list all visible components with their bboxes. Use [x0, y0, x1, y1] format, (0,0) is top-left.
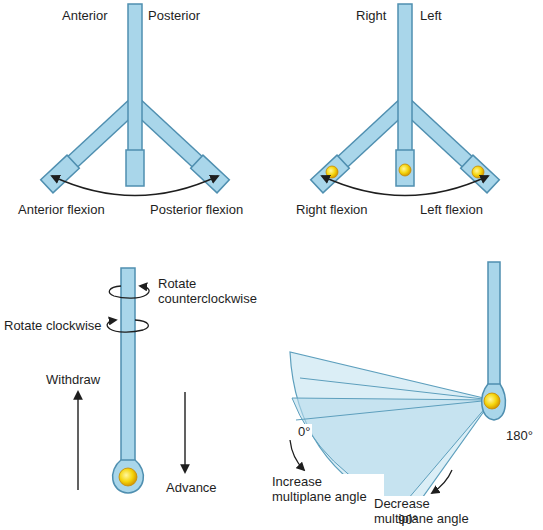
- direction-label: Rotate counterclockwise: [158, 276, 268, 306]
- direction-label: Anterior flexion: [18, 202, 105, 217]
- direction-label: Rotate clockwise: [4, 318, 102, 333]
- direction-label: Posterior: [148, 8, 200, 23]
- direction-label: Anterior: [62, 8, 108, 23]
- direction-label: Right: [356, 8, 386, 23]
- direction-label: 0°: [296, 424, 312, 439]
- direction-label: Posterior flexion: [150, 202, 243, 217]
- direction-label: Withdraw: [46, 372, 100, 387]
- direction-label: Left flexion: [420, 202, 483, 217]
- direction-label: Left: [420, 8, 442, 23]
- direction-label: 90°: [398, 512, 418, 527]
- direction-label: Advance: [166, 480, 217, 495]
- flexion-probe-ap: [41, 4, 230, 196]
- flexion-probe-rl: [311, 4, 500, 196]
- direction-label: Increase multiplane angle: [270, 474, 384, 504]
- direction-label: 180°: [506, 428, 533, 443]
- direction-label: Right flexion: [296, 202, 368, 217]
- direction-label: Decrease multiplane angle: [372, 496, 488, 526]
